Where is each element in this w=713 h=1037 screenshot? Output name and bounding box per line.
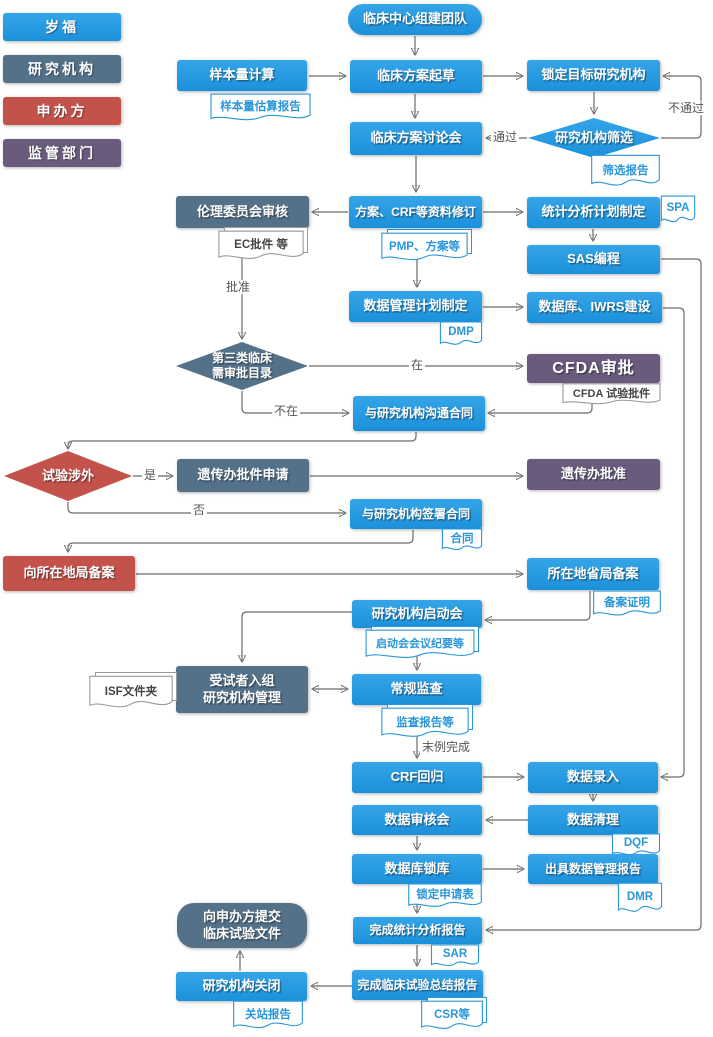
node-clinical-summary-report: 完成临床试验总结报告 (352, 970, 483, 1000)
node-genetic-office-approval: 遗传办批准 (527, 459, 660, 490)
doc-dmr: DMR (618, 882, 662, 916)
edge-cat3-notlisted-to-comm (241, 391, 348, 413)
node-protocol-crf-revision: 方案、CRF等资料修订 (349, 196, 482, 228)
document-shape-icon (618, 882, 662, 916)
node-crf-retrieval: CRF回归 (352, 762, 482, 793)
node-stat-analysis-report: 完成统计分析报告 (353, 917, 482, 944)
doc-lock-request-form: 锁定申请表 (408, 883, 482, 910)
node-ethics-committee-review: 伦理委员会审核 (176, 196, 309, 228)
legend-item-regulator: 监管部门 (3, 139, 121, 167)
edge-label-not-listed: 不在 (272, 404, 301, 418)
node-protocol-draft: 临床方案起草 (350, 60, 482, 93)
document-shape-icon (440, 321, 482, 348)
node-clinical-center-team: 临床中心组建团队 (348, 4, 482, 35)
document-shape-icon (233, 1000, 303, 1032)
node-sign-contract: 与研究机构签署合同 (350, 499, 482, 529)
edge-label-yes: 是 (142, 468, 159, 482)
node-subject-enrollment-site-mgmt: 受试者入组 研究机构管理 (176, 666, 308, 713)
node-sap-development: 统计分析计划制定 (527, 197, 660, 228)
document-shape-icon (661, 195, 695, 226)
edge-iwrs-to-data-entry (662, 307, 685, 777)
edge-label-listed: 在 (409, 358, 426, 372)
node-data-cleaning: 数据清理 (528, 805, 658, 835)
submit-line-1: 向申办方提交 (202, 909, 281, 925)
doc-cfda-trial-certificate: CFDA 试验批件 (562, 383, 661, 407)
submit-line-2: 临床试验文件 (202, 925, 281, 941)
document-shape-icon (431, 944, 479, 969)
node-data-review-meeting: 数据审核会 (352, 805, 482, 835)
doc-dqf: DQF (612, 833, 660, 858)
node-local-bureau-filing: 向所在地局备案 (3, 556, 135, 591)
enroll-line-1: 受试者入组 (209, 673, 275, 689)
node-site-closure: 研究机构关闭 (176, 972, 307, 1001)
document-shape-icon (408, 883, 482, 910)
node-negotiate-contract: 与研究机构沟通合同 (353, 396, 485, 431)
document-shape-icon (381, 707, 469, 741)
document-shape-icon (381, 232, 468, 264)
document-shape-icon (218, 230, 304, 263)
legend-item-site: 研究机构 (3, 55, 121, 83)
legend-item-sponsor: 申办方 (3, 97, 121, 125)
node-provincial-bureau-filing: 所在地省局备案 (527, 558, 659, 590)
node-protocol-discussion: 临床方案讨论会 (350, 122, 482, 155)
document-shape-icon (89, 675, 173, 712)
node-data-entry: 数据录入 (528, 762, 658, 793)
edge-label-approved: 批准 (224, 280, 253, 294)
node-submit-trial-documents: 向申办方提交 临床试验文件 (177, 903, 307, 948)
node-genetic-office-application: 遗传办批件申请 (177, 459, 309, 492)
node-lock-target-sites: 锁定目标研究机构 (527, 60, 660, 91)
node-issue-dm-report: 出具数据管理报告 (528, 854, 658, 884)
decision-line-2: 需审批目录 (211, 366, 272, 380)
doc-monitoring-reports: 监查报告等 (381, 704, 473, 741)
doc-sar: SAR (431, 944, 479, 969)
edge-label-pass: 通过 (491, 130, 520, 144)
node-database-lock: 数据库锁库 (352, 854, 482, 884)
doc-pmp-protocol: PMP、方案等 (381, 229, 472, 264)
enroll-line-2: 研究机构管理 (202, 689, 281, 705)
node-site-kickoff-meeting: 研究机构启动会 (352, 600, 482, 628)
document-shape-icon (365, 629, 475, 662)
document-shape-icon (612, 833, 660, 858)
edge-label-last-case-done: 末例完成 (420, 740, 473, 754)
document-shape-icon (442, 528, 482, 553)
edge-comm-to-foreign (68, 432, 417, 448)
document-shape-icon (593, 590, 661, 619)
document-shape-icon (210, 93, 311, 124)
doc-kickoff-minutes: 启动会会议纪要等 (365, 626, 479, 662)
document-shape-icon (562, 383, 661, 407)
node-sample-size-calc: 样本量计算 (177, 60, 307, 91)
edge-foreign-no-to-sign (67, 502, 345, 513)
doc-filing-certificate: 备案证明 (593, 590, 661, 619)
edge-sign-to-local-filing (68, 530, 414, 551)
node-routine-monitoring: 常规监查 (352, 674, 481, 705)
edge-cfda-to-comm (489, 384, 593, 413)
edge-kickoff-to-enroll (242, 611, 352, 661)
doc-contract: 合同 (442, 528, 482, 553)
doc-sample-size-report: 样本量估算报告 (210, 93, 311, 124)
doc-site-closure-report: 关站报告 (233, 1000, 303, 1032)
doc-dmp: DMP (440, 321, 482, 348)
edge-label-fail: 不通过 (666, 101, 707, 115)
legend-item-suifu: 岁福 (3, 13, 121, 41)
decision-line-1: 第三类临床 (211, 351, 272, 365)
doc-spa: SPA (661, 195, 695, 226)
node-cfda-approval: CFDA审批 (527, 354, 660, 383)
doc-isf-folder: ISF文件夹 (89, 672, 177, 712)
doc-ec-approval: EC批件 等 (218, 227, 308, 263)
node-database-iwrs-build: 数据库、IWRS建设 (527, 292, 662, 323)
document-shape-icon (421, 1000, 483, 1033)
edge-label-no: 否 (191, 503, 208, 517)
edge-sas-to-stat-report (487, 258, 702, 930)
doc-screening-report: 筛选报告 (591, 154, 660, 190)
edge-prov-filing-to-kickoff (486, 591, 591, 620)
doc-csr: CSR等 (421, 997, 487, 1033)
document-shape-icon (591, 154, 660, 190)
node-dmp-development: 数据管理计划制定 (349, 291, 482, 322)
node-sas-programming: SAS编程 (527, 245, 660, 274)
